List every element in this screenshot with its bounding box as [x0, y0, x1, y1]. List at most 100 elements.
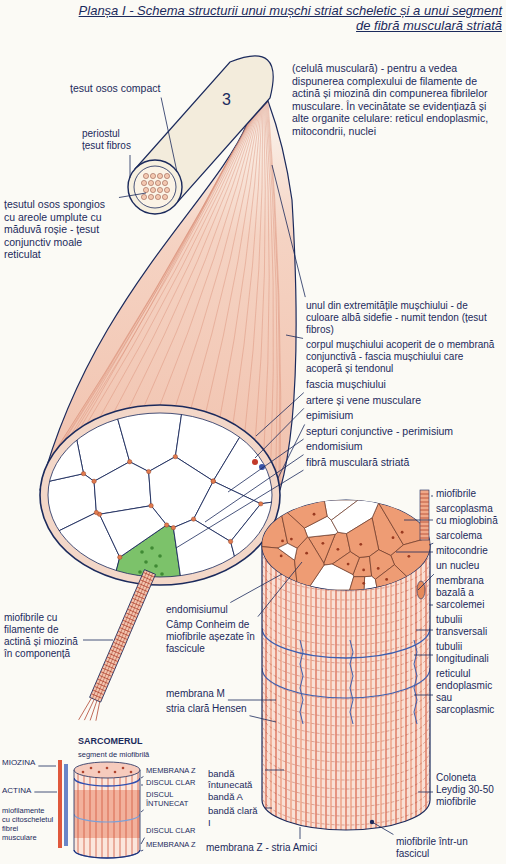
- leader-line: [286, 335, 303, 338]
- frayed-myofibril: [92, 702, 103, 721]
- callout-label: membrana M: [166, 688, 225, 700]
- protruding-myofibril: [420, 490, 429, 540]
- leader-line: [205, 455, 304, 522]
- leader-line: [255, 408, 304, 458]
- septum-vessel: [94, 510, 98, 514]
- leader-line: [161, 98, 177, 172]
- muscle-fibre-line: [267, 102, 280, 483]
- septum-vessel: [211, 479, 215, 483]
- fibre-body: [90, 570, 156, 702]
- septum-vessel: [149, 503, 153, 507]
- diagram-title: Planșa I - Schema structurii unui mușchi…: [62, 4, 502, 34]
- myofibril-field: [346, 518, 378, 558]
- actin-filament: [58, 760, 62, 848]
- myofilament: [120, 770, 121, 860]
- frayed-myofibril: [89, 701, 99, 721]
- leader-line: [431, 496, 433, 497]
- myofibril-band: [420, 538, 429, 539]
- part-label: SARCOMERUL: [78, 736, 143, 747]
- leader-line: [176, 470, 303, 548]
- cross-striation: [262, 795, 430, 825]
- myofibril-band: [420, 530, 429, 531]
- myofibril-dot: [321, 542, 324, 545]
- cross-striation: [262, 768, 430, 798]
- myofibril-stripe: [275, 540, 276, 840]
- leader-line: [418, 792, 433, 793]
- longitudinal-tubule: [350, 640, 353, 724]
- fibre-top-face: [262, 500, 430, 590]
- filament-end: [106, 767, 109, 770]
- callout-label: Câmp Conheim de miofibrile așezate în fa…: [166, 619, 256, 655]
- myofilament: [90, 770, 91, 860]
- myofibril-stripe: [270, 540, 272, 840]
- myofibril-dot: [362, 582, 365, 585]
- fibre-section: [150, 546, 154, 550]
- leader-line: [256, 393, 304, 436]
- t-tubule: [262, 668, 430, 698]
- septum-vessel: [171, 525, 175, 529]
- spongy-areola: [157, 187, 162, 192]
- leader-line: [228, 700, 276, 701]
- callout-label: unul din extremitățile mușchiului - de c…: [306, 300, 502, 336]
- myofibril-band: [420, 514, 429, 515]
- callout-label: Coloneta Leydig 30-50 miofibrile: [436, 772, 502, 808]
- callout-label: miofibrile cu filamente de actină și mio…: [4, 612, 80, 660]
- septum-vessel: [118, 555, 122, 559]
- callout-label: un nucleu: [436, 560, 479, 572]
- bone-compact-ring: [134, 166, 176, 208]
- leader-line: [34, 792, 57, 793]
- fibre-section: [158, 554, 162, 558]
- myofilament: [96, 770, 97, 860]
- fibre-segment-striations: [262, 540, 430, 861]
- cross-striation: [262, 750, 430, 780]
- part-label: MIOZINA: [2, 758, 35, 768]
- muscle-fascicle: [40, 405, 84, 483]
- myofibril-stripe: [295, 540, 296, 840]
- cross-striation: [262, 615, 430, 645]
- callout-label: miofibrile într-un fascicul: [396, 836, 502, 860]
- cross-striation: [262, 777, 430, 807]
- spongy-areola: [141, 194, 146, 199]
- myosin-filament: [64, 764, 68, 846]
- sarcomere-bands: [74, 770, 140, 860]
- spongy-areola: [143, 187, 148, 192]
- muscle-fibre-line: [266, 103, 277, 472]
- muscle-fibre-strand: [79, 569, 159, 726]
- cross-striation: [262, 642, 430, 672]
- part-label: MEMBRANA Z: [146, 840, 196, 849]
- cross-striation: [262, 606, 430, 636]
- myofibril-dot: [385, 578, 388, 581]
- septum-vessel: [228, 539, 232, 543]
- leader-line: [38, 766, 56, 767]
- myofibril-stripe: [415, 540, 416, 840]
- spongy-areola: [148, 194, 153, 199]
- callout-label: bandă întunecată bandă A: [208, 768, 262, 802]
- muscle-fascicle: [99, 506, 166, 558]
- leader-line: [416, 630, 433, 631]
- spongy-areola: [162, 194, 167, 199]
- fibre-section: [140, 550, 144, 554]
- leader-line: [265, 770, 284, 771]
- filament-end: [122, 767, 125, 770]
- spongy-areola: [143, 173, 148, 178]
- myofibril-dot: [401, 531, 404, 534]
- septum-vessel: [191, 517, 195, 521]
- sarcomere-top: [74, 762, 140, 778]
- muscle-fibre-line: [75, 118, 252, 431]
- septum-vessel: [127, 460, 131, 464]
- callout-label: septuri conjunctive - perimisium: [306, 425, 453, 438]
- myofibril-line: [92, 571, 147, 699]
- myofibril-field: [275, 500, 327, 528]
- leader-line: [141, 785, 143, 786]
- spongy-areola: [164, 173, 169, 178]
- part-label: MEMBRANA Z: [146, 766, 196, 775]
- callout-label: tubulii longitudinali: [436, 641, 503, 665]
- muscle-fibre-line: [268, 101, 281, 495]
- cross-striation: [262, 741, 430, 771]
- callout-label: bandă clară I: [208, 805, 262, 828]
- spongy-areola: [155, 194, 160, 199]
- leader-line: [141, 838, 145, 844]
- fibril-fields: [262, 500, 430, 590]
- callout-label: miofibrile: [436, 488, 476, 500]
